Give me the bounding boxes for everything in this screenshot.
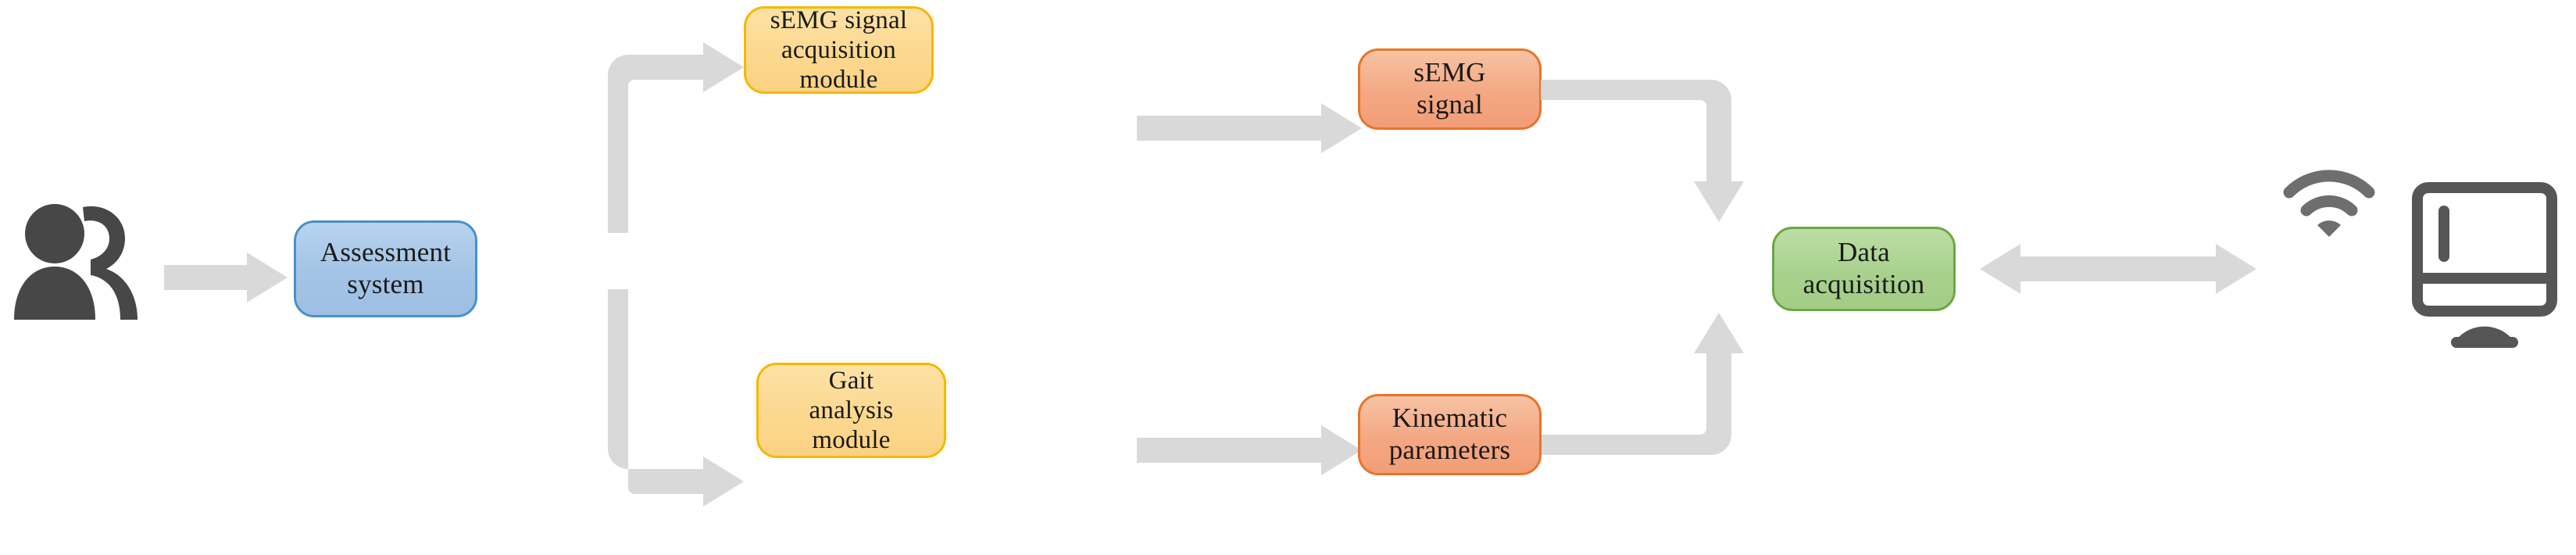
edge-semg-signal-to-data-acquisition	[1541, 80, 1744, 222]
monitor-icon	[2406, 180, 2563, 350]
users-icon	[6, 198, 155, 323]
edge-gait-module-to-kinematic	[1137, 425, 1362, 475]
node-kinematic-parameters-label: Kinematic parameters	[1388, 403, 1511, 465]
node-gait-analysis-module-label: Gait analysis module	[809, 366, 894, 455]
edge-assessment-to-gait-module	[608, 289, 744, 507]
edge-semg-module-to-semg-signal	[1137, 103, 1362, 153]
node-assessment-system-label: Assessment system	[320, 237, 452, 299]
node-assessment-system[interactable]: Assessment system	[294, 220, 477, 317]
node-semg-acquisition-module[interactable]: sEMG signal acquisition module	[744, 6, 934, 94]
node-semg-signal-label: sEMG signal	[1413, 57, 1486, 120]
edge-assessment-to-semg-module	[608, 42, 744, 233]
node-semg-signal[interactable]: sEMG signal	[1358, 48, 1542, 130]
node-gait-analysis-module[interactable]: Gait analysis module	[756, 363, 946, 458]
node-kinematic-parameters[interactable]: Kinematic parameters	[1358, 394, 1542, 475]
edge-data-acquisition-to-monitor	[1980, 244, 2256, 294]
wifi-icon	[2278, 164, 2380, 242]
node-semg-acquisition-module-label: sEMG signal acquisition module	[770, 5, 908, 95]
node-data-acquisition[interactable]: Data acquisition	[1772, 227, 1956, 311]
edge-kinematic-to-data-acquisition	[1541, 313, 1744, 455]
node-data-acquisition-label: Data acquisition	[1802, 237, 1925, 299]
edge-users-to-assessment	[164, 252, 288, 303]
